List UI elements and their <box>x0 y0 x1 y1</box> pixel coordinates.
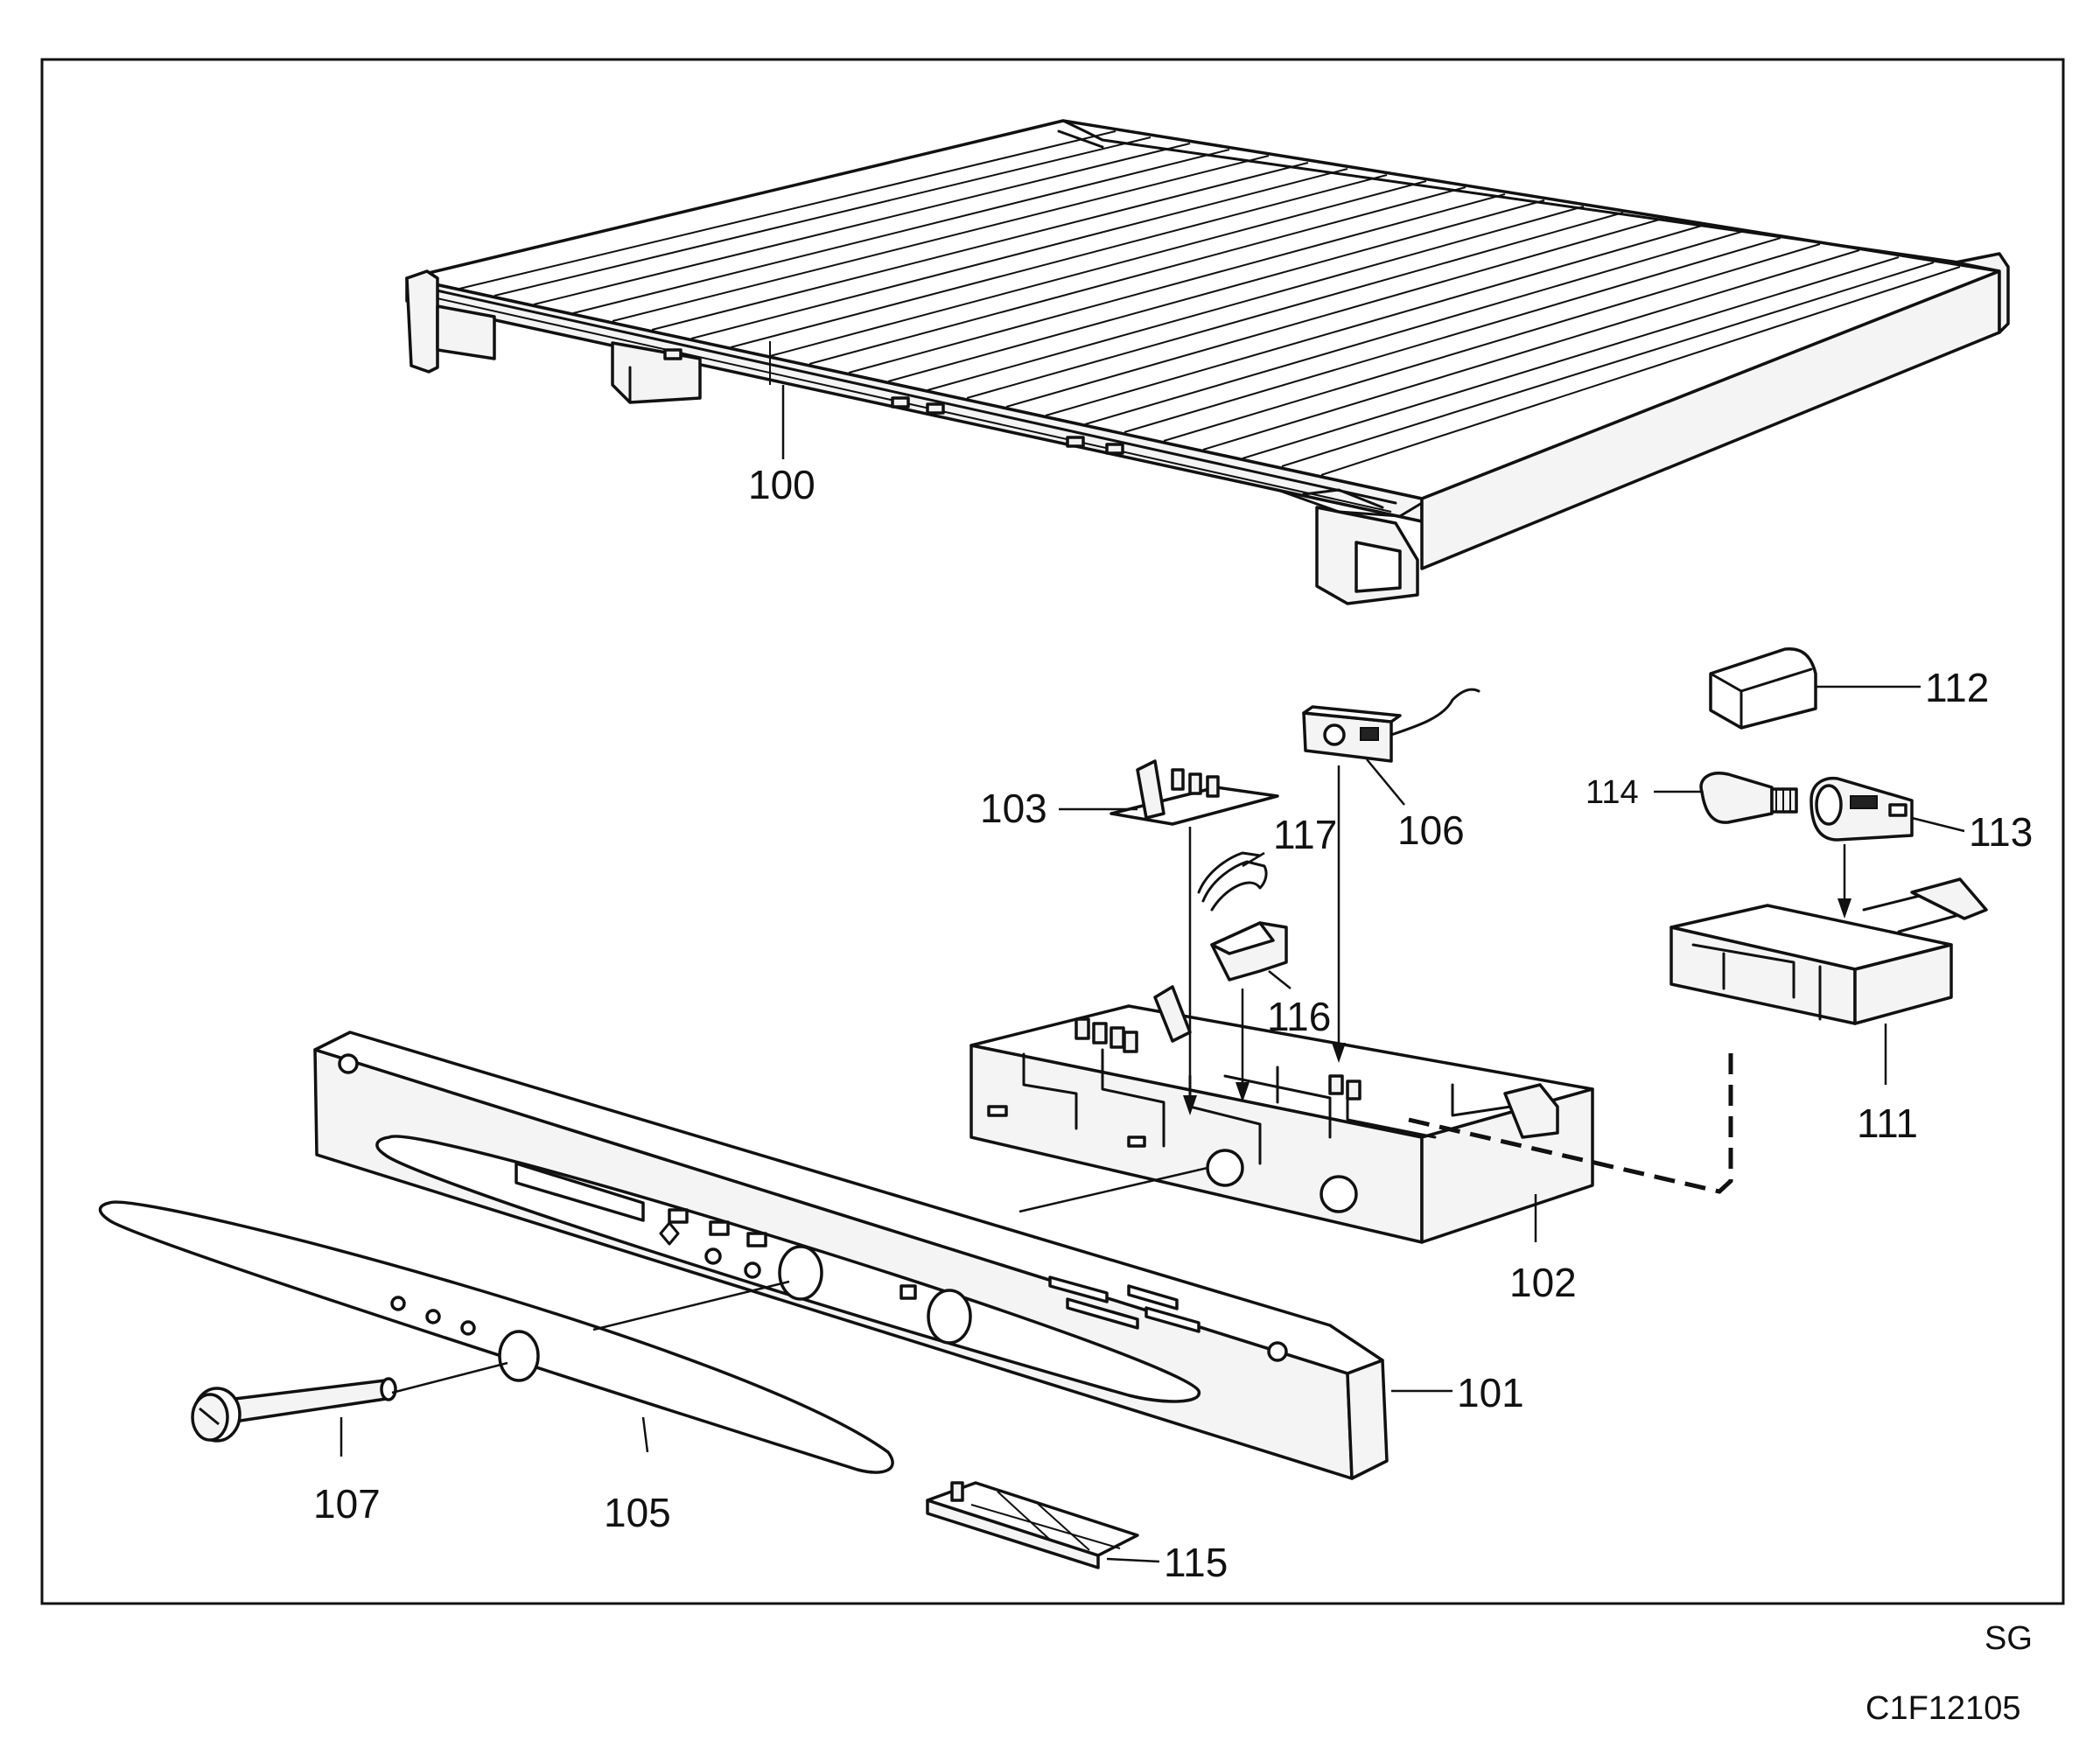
diagram-frame <box>40 58 2065 1605</box>
part-101-console-panel <box>313 1031 1389 1480</box>
footer-code-drawing-number: C1F12105 <box>1866 1690 2020 1727</box>
part-115-grille-cover <box>926 1481 1139 1569</box>
part-107-knob-shaft <box>191 1377 397 1443</box>
part-111-lamp-housing <box>1670 877 1988 1025</box>
label-112: 112 <box>1925 665 1989 710</box>
label-103: 103 <box>980 786 1047 831</box>
part-103-bracket <box>1110 759 1279 826</box>
label-113: 113 <box>1969 809 2033 855</box>
label-106: 106 <box>1397 807 1465 853</box>
arrow-head-106 <box>1332 1043 1346 1063</box>
shelf-ribs <box>458 130 1961 476</box>
leader-lines <box>340 385 1965 1563</box>
footer-code-sg: SG <box>1984 1620 2033 1657</box>
label-111: 111 <box>1857 1101 1918 1146</box>
label-116: 116 <box>1267 994 1331 1039</box>
label-105: 105 <box>604 1490 671 1535</box>
label-114: 114 <box>1586 774 1639 811</box>
part-102-module-housing <box>970 985 1594 1244</box>
label-107: 107 <box>313 1481 381 1527</box>
label-115: 115 <box>1164 1540 1228 1585</box>
part-100-shelf <box>405 119 2010 605</box>
part-labels: 100 101 102 103 105 106 107 111 112 113 … <box>313 462 2033 1585</box>
part-117-spring-clip <box>1197 851 1268 912</box>
arrow-head-116 <box>1236 1082 1250 1102</box>
assembly-guides <box>391 765 1852 1394</box>
label-117: 117 <box>1273 812 1337 857</box>
arrow-head-113 <box>1838 898 1852 919</box>
part-112-lamp-cover <box>1709 647 1817 730</box>
part-116-lever <box>1210 921 1288 982</box>
part-106-thermostat <box>1302 688 1480 763</box>
part-105-trim-strip <box>98 1200 894 1474</box>
part-114-lamp-bulb <box>1699 772 1798 824</box>
arrow-head-103 <box>1183 1095 1197 1115</box>
label-102: 102 <box>1509 1260 1577 1305</box>
part-113-lamp-socket <box>1810 776 1914 842</box>
label-100: 100 <box>748 462 816 507</box>
label-101: 101 <box>1457 1370 1524 1415</box>
